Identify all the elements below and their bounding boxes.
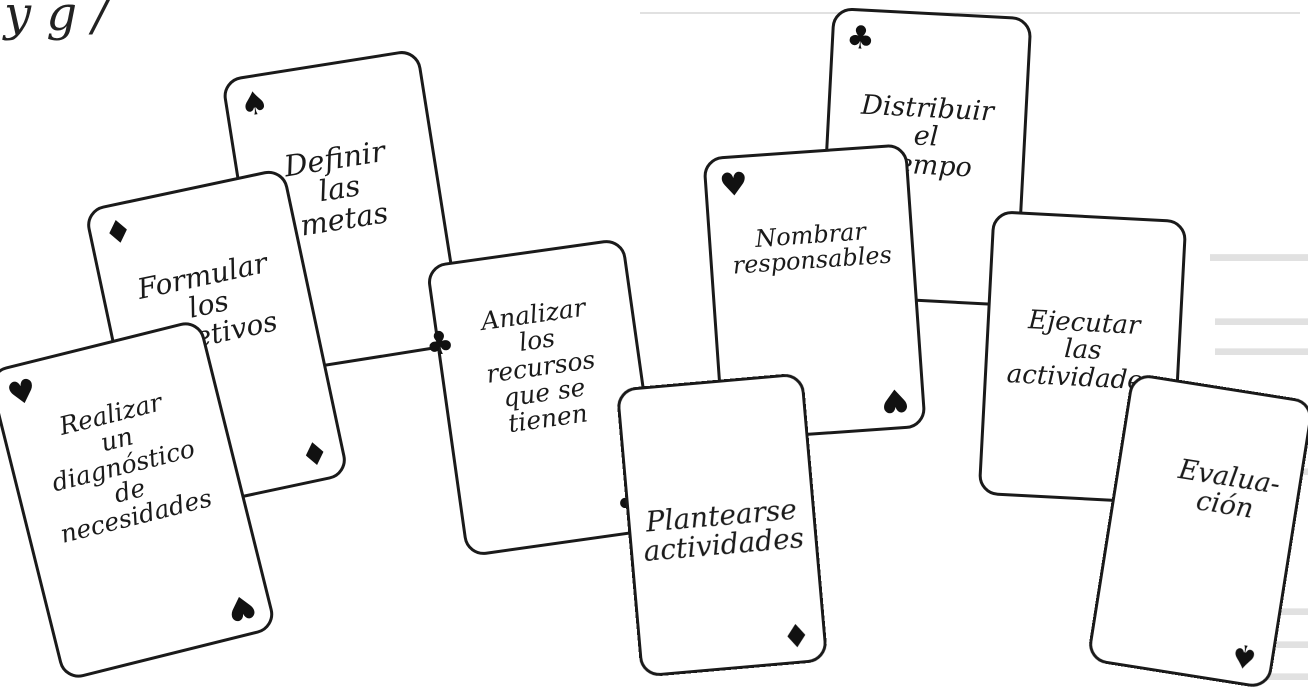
spade-suit-icon: ♠ xyxy=(237,82,272,125)
card-plantearse-actividades: ♦ Plantearse actividades xyxy=(615,372,829,678)
diamond-suit-icon: ♦ xyxy=(296,431,333,475)
heart-suit-icon: ♥ xyxy=(3,370,41,415)
heart-suit-icon: ♥ xyxy=(223,585,261,630)
club-suit-icon: ♣ xyxy=(845,17,876,58)
diamond-suit-icon: ♦ xyxy=(100,210,137,254)
card-label: Plantearse actividades xyxy=(642,492,806,569)
diamond-suit-icon: ♦ xyxy=(780,614,813,656)
heart-suit-icon: ♥ xyxy=(879,380,912,421)
card-label: Analizar los recursos que se tienen xyxy=(479,292,597,439)
spade-suit-icon: ♠ xyxy=(1227,635,1262,678)
card-label: Evalua- ción xyxy=(1176,454,1283,526)
corner-scribble: y g / xyxy=(4,0,109,42)
card-label: Nombrar responsables xyxy=(731,217,893,280)
heart-suit-icon: ♥ xyxy=(717,164,750,205)
